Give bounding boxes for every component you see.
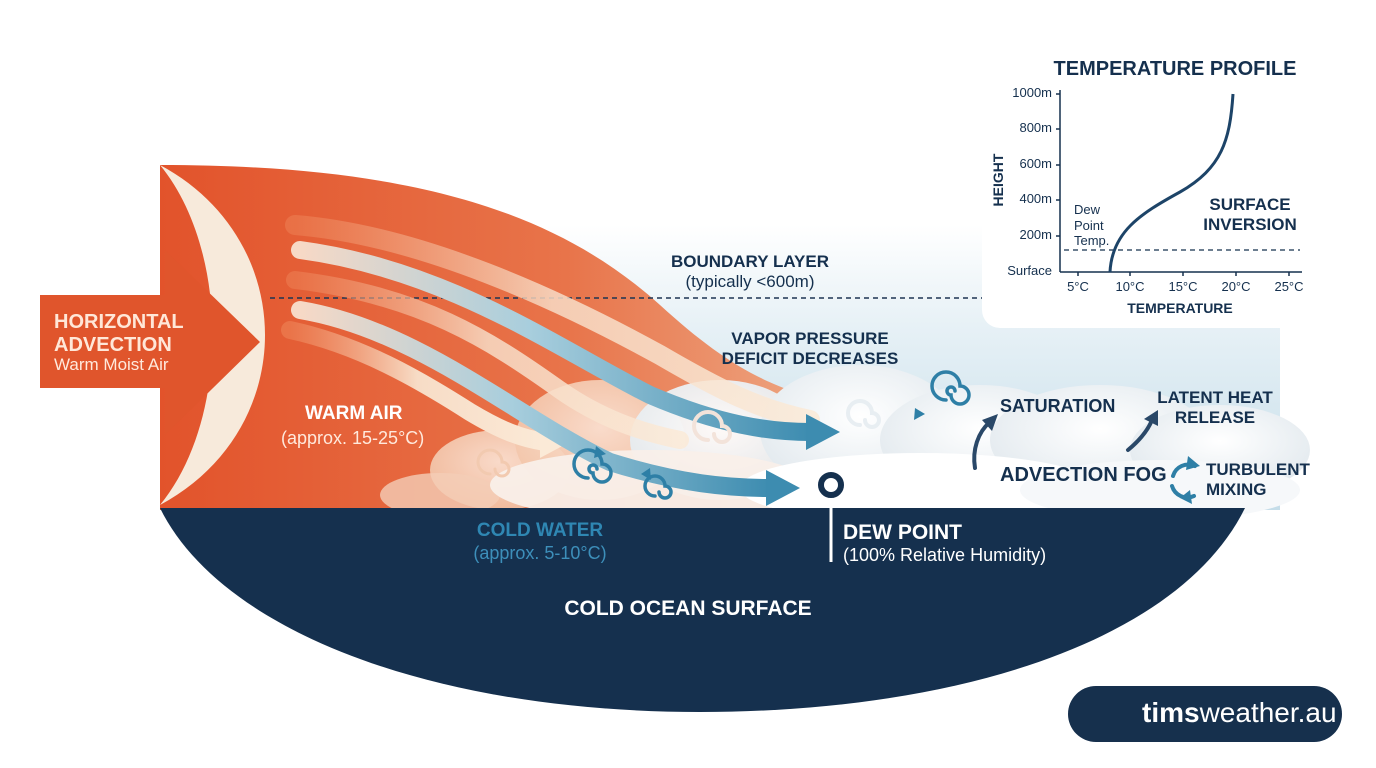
brand-name-rest: weather.au	[1199, 697, 1337, 728]
axis-ticks	[1056, 93, 1290, 276]
boundary-layer-title: BOUNDARY LAYER	[670, 252, 830, 271]
horizontal-advection-title: HORIZONTAL ADVECTION	[54, 311, 184, 356]
horizontal-advection-arrow	[40, 250, 260, 435]
temperature-profile-card	[982, 40, 1312, 328]
latent-heat-arrowhead	[1144, 410, 1158, 426]
brand-name: timsweather.au	[1142, 697, 1337, 729]
brand-badge	[1068, 686, 1342, 742]
x-tick-label: 10°C	[1115, 279, 1145, 294]
vapor-pressure-label: VAPOR PRESSURE DEFICIT DECREASES	[721, 329, 899, 368]
y-tick-label: 600m	[1019, 156, 1052, 171]
boundary-layer-subtitle: (typically <600m)	[685, 272, 815, 291]
temperature-axis-label: TEMPERATURE	[1127, 300, 1233, 316]
temperature-curve	[1108, 93, 1235, 273]
latent-heat-label: LATENT HEAT RELEASE	[1157, 388, 1273, 427]
y-tick-label: 800m	[1019, 120, 1052, 135]
dew-point-temp-label: Dew Point Temp.	[1074, 202, 1110, 249]
dew-point-subtitle: (100% Relative Humidity)	[843, 545, 1047, 565]
turbulent-mixing-label: TURBULENT MIXING	[1206, 460, 1310, 499]
warm-flow-arrows	[281, 215, 840, 506]
surface-inversion-label: SURFACE INVERSION	[1203, 195, 1297, 234]
cold-water-title: COLD WATER	[476, 520, 604, 541]
cold-ocean-surface	[160, 508, 1245, 712]
saturation-arrowhead	[982, 414, 998, 431]
y-tick-label: Surface	[1007, 263, 1052, 278]
x-tick-label: 5°C	[1067, 279, 1089, 294]
latent-heat-arrow	[1126, 418, 1154, 452]
warm-air-title: WARM AIR	[305, 403, 403, 424]
x-tick-label: 20°C	[1221, 279, 1251, 294]
turbulent-mixing-icon	[1170, 456, 1200, 504]
saturation-label: SATURATION	[1000, 396, 1116, 416]
cold-water-subtitle: (approx. 5-10°C)	[473, 543, 607, 563]
x-tick-label: 15°C	[1168, 279, 1198, 294]
brand-name-bold: tims	[1142, 697, 1200, 728]
cold-ocean-surface-label: COLD OCEAN SURFACE	[564, 597, 812, 620]
temperature-profile-title: TEMPERATURE PROFILE	[1053, 58, 1297, 80]
advection-fog-label: ADVECTION FOG	[1000, 464, 1167, 486]
dew-point-title: DEW POINT	[843, 521, 962, 544]
y-tick-label: 1000m	[1012, 85, 1052, 100]
y-tick-label: 400m	[1019, 191, 1052, 206]
y-tick-label: 200m	[1019, 227, 1052, 242]
horizontal-advection-subtitle: Warm Moist Air	[54, 355, 169, 374]
swirl-icons	[476, 370, 971, 500]
dew-point-marker-center	[824, 478, 838, 492]
x-tick-label: 25°C	[1274, 279, 1304, 294]
warm-air-subtitle: (approx. 15-25°C)	[281, 428, 425, 448]
